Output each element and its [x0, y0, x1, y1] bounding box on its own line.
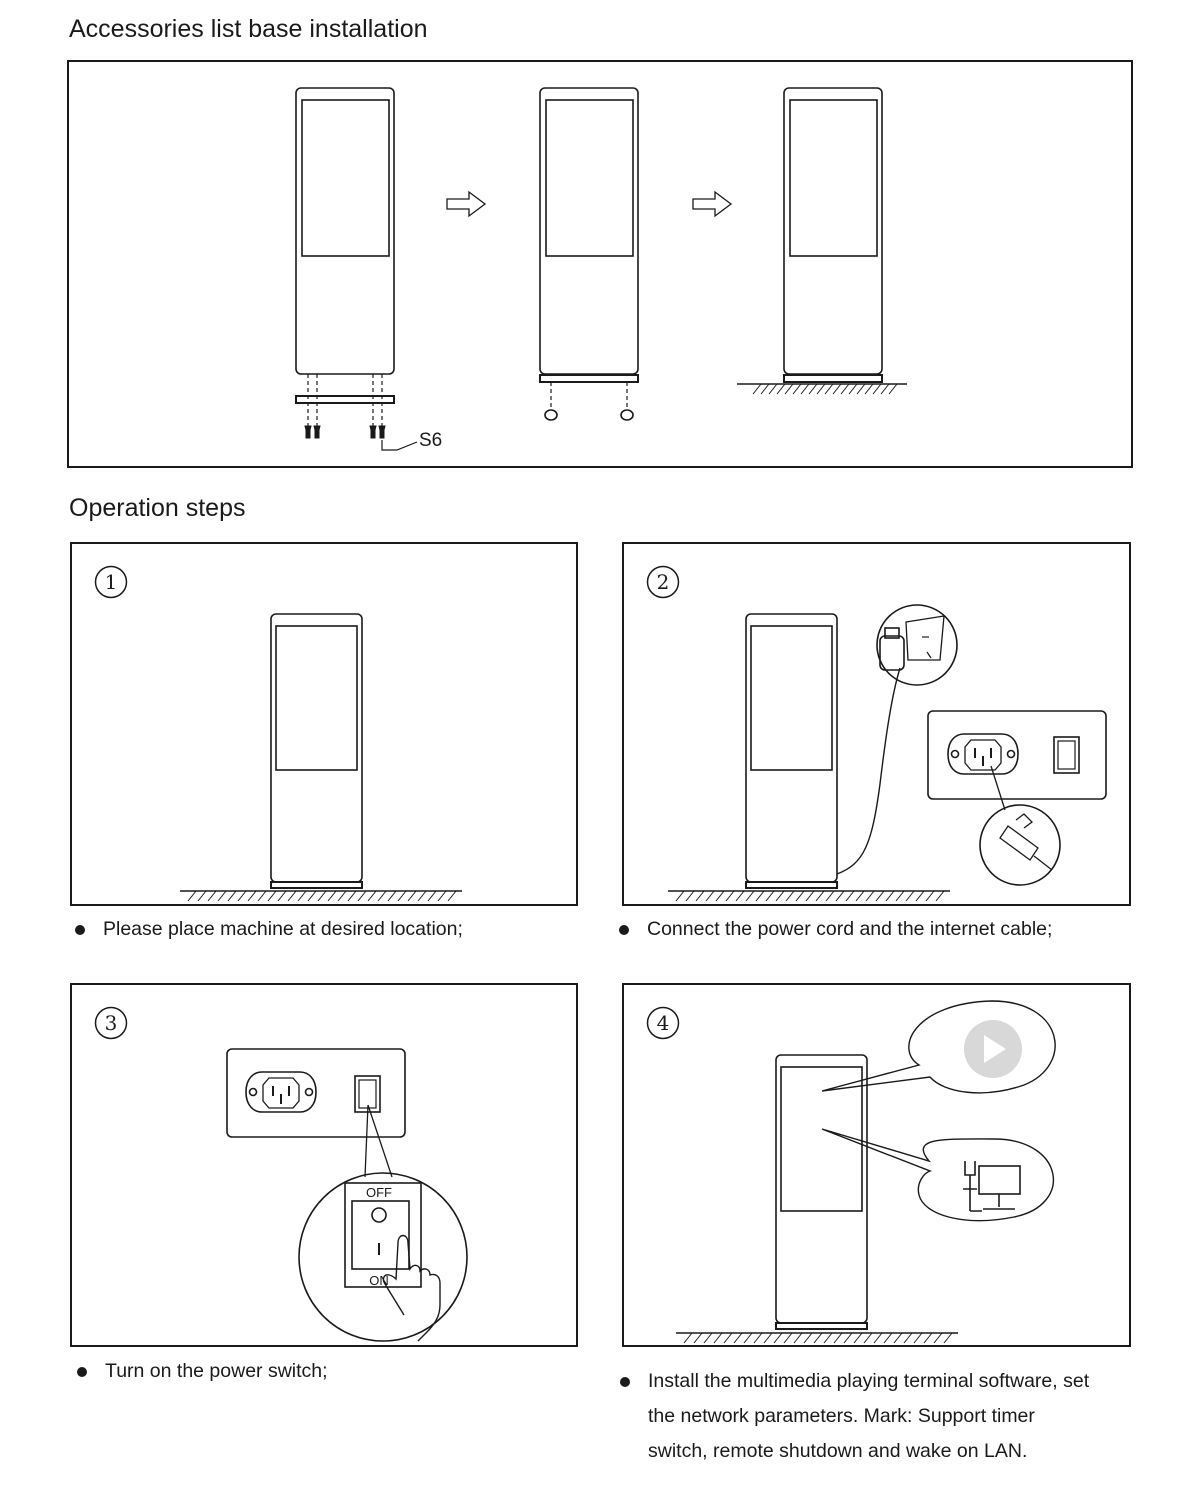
step-1-panel: 1 — [70, 542, 578, 906]
step-1-diagram: 1 — [94, 565, 462, 902]
network-plug-icon — [999, 813, 1053, 871]
power-socket-icon — [245, 1071, 317, 1113]
kiosk — [180, 613, 462, 902]
install-diagram-panel: S6 — [67, 60, 1133, 468]
step-4-panel: 4 — [622, 983, 1131, 1347]
step-2-panel: 2 — [622, 542, 1131, 906]
step-number-badge — [94, 1006, 128, 1040]
kiosk-with-feet — [539, 87, 639, 421]
step-4-diagram: 4 — [646, 1000, 1056, 1344]
kiosk — [668, 613, 950, 902]
kiosk — [676, 1054, 958, 1344]
network-bubble — [821, 1128, 1054, 1222]
step-4-caption-line: Install the multimedia playing terminal … — [648, 1370, 1090, 1392]
step-3-panel: 3 — [70, 983, 578, 1347]
step-number: 2 — [657, 570, 670, 594]
step-number-badge — [646, 1006, 680, 1040]
step-2-caption-text: Connect the power cord and the internet … — [647, 918, 1053, 940]
install-diagram: S6 — [295, 87, 907, 451]
bullet-icon — [75, 925, 85, 935]
switch-zoom — [298, 1172, 468, 1342]
kiosk-unmounted — [295, 87, 395, 432]
step-number: 3 — [105, 1011, 118, 1035]
play-bubble — [821, 1000, 1056, 1094]
network-icon — [963, 1161, 1021, 1212]
step-3-caption: Turn on the power switch; — [77, 1354, 328, 1389]
step-2-diagram: 2 — [646, 565, 1107, 902]
network-plug-zoom — [979, 804, 1061, 886]
rocker-switch-icon — [1053, 736, 1080, 774]
step-3-caption-text: Turn on the power switch; — [105, 1360, 328, 1382]
finger-press-icon — [382, 1234, 441, 1342]
arrow-right-icon — [446, 190, 487, 218]
step-2-caption: Connect the power cord and the internet … — [619, 912, 1053, 947]
step-number-badge — [646, 565, 680, 599]
screw-icon — [304, 425, 386, 439]
play-icon — [964, 1020, 1022, 1078]
screw-label: S6 — [419, 430, 442, 451]
switch-off-label: OFF — [366, 1185, 392, 1200]
power-panel — [226, 1048, 406, 1138]
bullet-icon — [620, 1377, 630, 1387]
step-1-caption: Please place machine at desired location… — [75, 912, 463, 947]
step-number: 4 — [657, 1011, 670, 1035]
step-4-caption-line: the network parameters. Mark: Support ti… — [648, 1405, 1035, 1427]
step-number-badge — [94, 565, 128, 599]
install-section-title: Accessories list base installation — [69, 15, 428, 43]
step-1-caption-text: Please place machine at desired location… — [103, 918, 463, 940]
power-panel — [927, 710, 1107, 800]
kiosk-installed — [737, 87, 907, 395]
switch-on-label: ON — [369, 1273, 389, 1288]
step-4-caption-line: switch, remote shutdown and wake on LAN. — [648, 1440, 1028, 1462]
step-3-diagram: 3 — [94, 1006, 468, 1342]
step-number: 1 — [105, 570, 118, 594]
step-4-caption: Install the multimedia playing terminal … — [620, 1364, 1090, 1469]
operation-section-title: Operation steps — [69, 494, 246, 522]
power-socket-icon — [947, 733, 1019, 775]
bullet-icon — [619, 925, 629, 935]
arrow-right-icon — [692, 190, 733, 218]
bullet-icon — [77, 1367, 87, 1377]
rocker-switch-icon — [344, 1182, 422, 1288]
power-plug-icon — [876, 604, 958, 686]
power-cord — [836, 667, 901, 875]
